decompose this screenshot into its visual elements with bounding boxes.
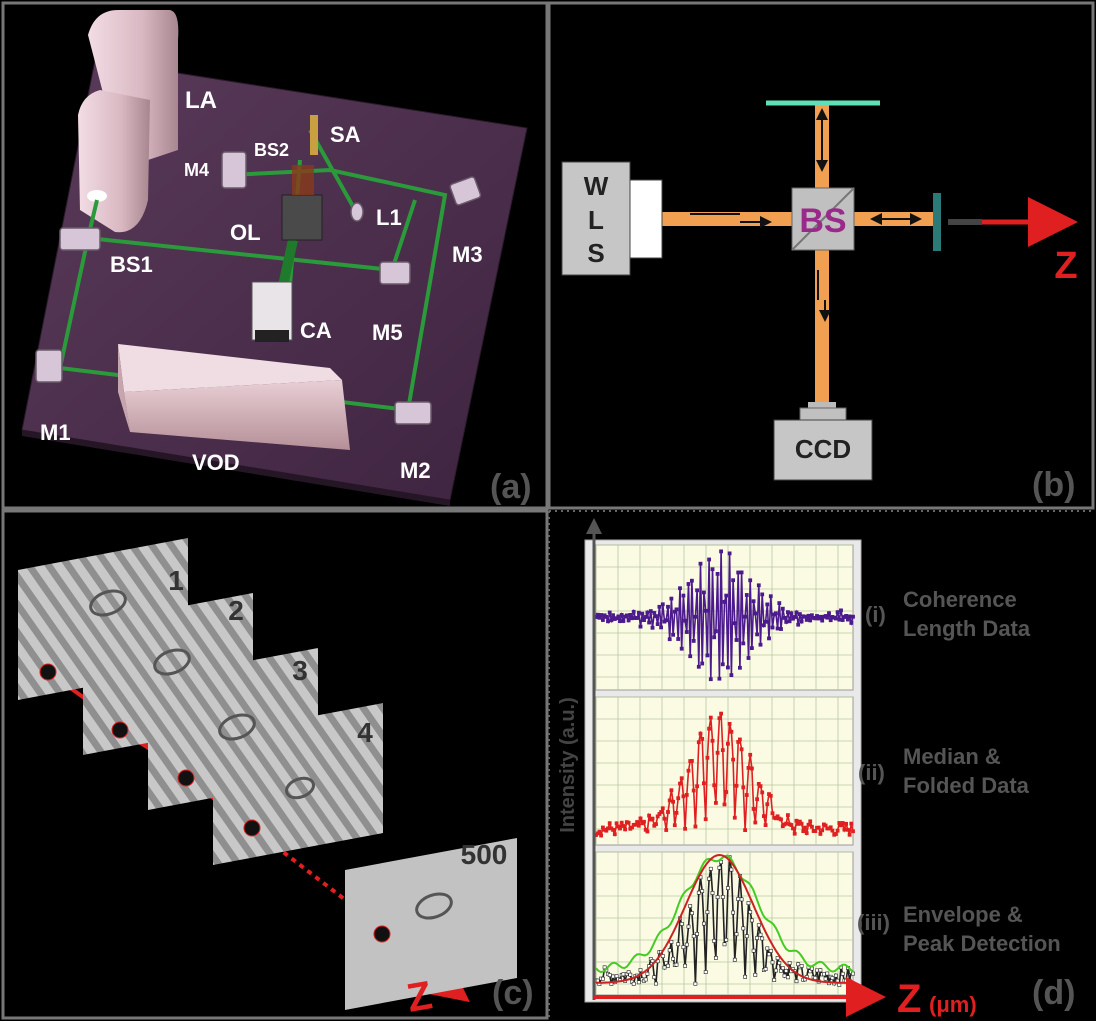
label-ca: CA <box>300 318 332 343</box>
label-vod: VOD <box>192 450 240 475</box>
panel-d-letter: (d) <box>1032 974 1075 1012</box>
panel-c-frame <box>1 509 549 1020</box>
sample-slide <box>933 193 941 251</box>
frame-500 <box>345 838 517 1010</box>
wls-letter-s: S <box>587 238 604 268</box>
camera-ca <box>251 281 293 342</box>
panel-a: LA SA BS2 M4 L1 OL M3 BS1 M5 CA M1 VOD M… <box>21 10 532 506</box>
sample-holder <box>310 115 318 155</box>
label-la: LA <box>185 87 217 114</box>
panel-c: 1 2 3 4 500 Z (c) <box>18 538 534 1021</box>
subplot-tag-ii: (ii) <box>858 760 885 785</box>
envelope-fit-line <box>596 853 853 984</box>
laser <box>78 10 179 233</box>
subplot-title-ii-line1: Median & <box>903 744 1001 769</box>
panel-a-letter: (a) <box>490 468 532 506</box>
subplot-title-iii-line1: Envelope & <box>903 902 1023 927</box>
mirror-m1-icon <box>35 349 63 383</box>
label-m1: M1 <box>40 420 71 445</box>
label-m2: M2 <box>400 458 431 483</box>
panel-b-frame <box>547 1 1095 510</box>
subplot-title-iii-line2: Peak Detection <box>903 931 1061 956</box>
label-m5: M5 <box>372 320 403 345</box>
label-bs2: BS2 <box>254 140 289 160</box>
delay-line-vod <box>118 344 350 450</box>
label-m3: M3 <box>452 242 483 267</box>
panel-a-frame <box>1 1 549 510</box>
x-axis-unit: (μm) <box>929 992 977 1017</box>
mirror-m5-icon <box>379 261 411 285</box>
label-sa: SA <box>330 122 361 147</box>
frame-label-3: 3 <box>292 655 308 686</box>
mirror-mounts <box>35 151 482 425</box>
frame-label-4: 4 <box>357 717 373 748</box>
mirror-m2-icon <box>394 401 432 425</box>
z-label-b: Z <box>1054 245 1077 287</box>
label-ol: OL <box>230 220 261 245</box>
panel-b: W L S BS Z CCD (b) <box>561 100 1078 504</box>
subplot-title-i-line2: Length Data <box>903 616 1031 641</box>
wls-source <box>561 161 631 276</box>
beam-vertical <box>815 104 829 404</box>
bs-label: BS <box>799 202 846 240</box>
ccd-label: CCD <box>795 434 851 464</box>
y-axis-label: Intensity (a.u.) <box>557 697 579 833</box>
panel-c-letter: (c) <box>492 974 534 1012</box>
mirror-m3-icon <box>449 176 482 206</box>
wls-letter-w: W <box>584 171 609 201</box>
frame-label-1: 1 <box>168 565 184 596</box>
subplot-tag-iii: (iii) <box>857 910 890 935</box>
frame-label-2: 2 <box>228 595 244 626</box>
subplot-title-i-line1: Coherence <box>903 587 1017 612</box>
label-bs1: BS1 <box>110 252 153 277</box>
label-m4: M4 <box>184 160 209 180</box>
subplot-title-ii-line2: Folded Data <box>903 773 1030 798</box>
panel-d: Intensity (a.u.) Z (μm) (i) Coherence Le… <box>557 518 1075 1021</box>
x-axis-label: Z <box>897 977 921 1021</box>
lens-l1-icon <box>350 202 364 222</box>
mirror-m4-icon <box>221 151 247 189</box>
objective-ol <box>281 194 323 241</box>
panel-b-letter: (b) <box>1032 466 1075 504</box>
beamsplitter-bs1-icon <box>59 227 101 251</box>
wls-letter-l: L <box>588 205 604 235</box>
frame-label-500: 500 <box>461 839 508 870</box>
label-l1: L1 <box>376 205 402 230</box>
subplot-tag-i: (i) <box>865 602 886 627</box>
ccd-camera <box>773 419 873 481</box>
cell-outline-500 <box>415 892 453 920</box>
